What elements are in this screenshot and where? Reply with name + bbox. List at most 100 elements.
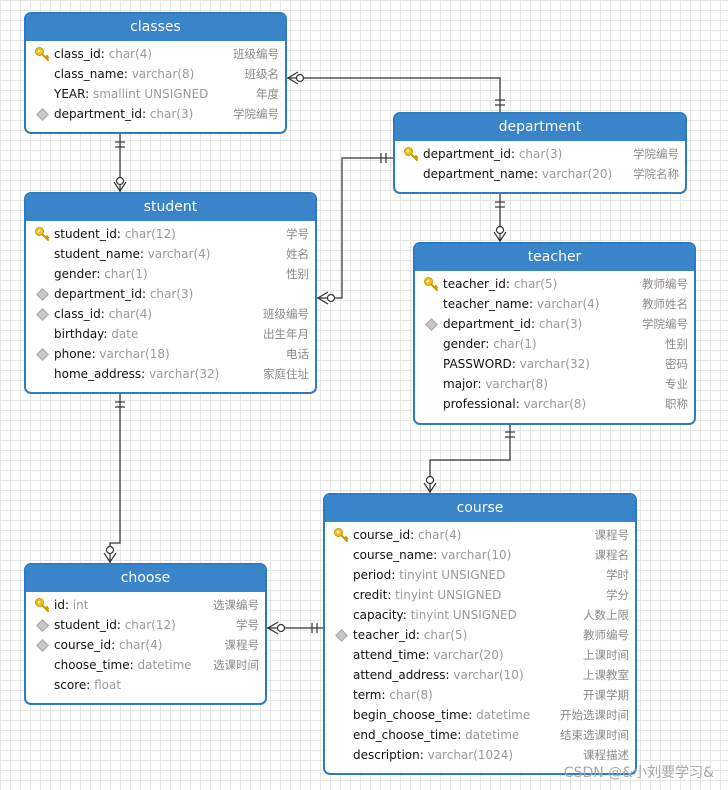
table-header-classes[interactable]: classes xyxy=(26,14,285,41)
column-name: term xyxy=(353,688,382,702)
column-row[interactable]: course_id: char(4)课程号 xyxy=(26,635,265,655)
column-name-and-type: credit: tinyint UNSIGNED xyxy=(353,585,501,605)
column-name-and-type: PASSWORD: varchar(32) xyxy=(443,354,590,374)
column-row[interactable]: description: varchar(1024)课程描述 xyxy=(325,745,635,765)
table-header-teacher[interactable]: teacher xyxy=(415,244,694,271)
column-type: char(8) xyxy=(389,688,433,702)
column-name-and-type: phone: varchar(18) xyxy=(54,344,170,364)
column-type: char(4) xyxy=(108,47,153,61)
table-header-department[interactable]: department xyxy=(395,114,685,141)
table-header-course[interactable]: course xyxy=(325,495,635,522)
column-row[interactable]: attend_address: varchar(10)上课教室 xyxy=(325,665,635,685)
column-comment: 学号 xyxy=(236,618,259,632)
column-comment: 教师编号 xyxy=(583,628,629,642)
column-name-and-type: YEAR: smallint UNSIGNED xyxy=(54,84,208,104)
column-row[interactable]: attend_time: varchar(20)上课时间 xyxy=(325,645,635,665)
column-comment: 学院名称 xyxy=(633,167,679,181)
column-name-and-type: attend_time: varchar(20) xyxy=(353,645,504,665)
column-row[interactable]: gender: char(1)性别 xyxy=(415,334,694,354)
table-header-student[interactable]: student xyxy=(26,194,315,221)
column-comment: 专业 xyxy=(665,377,688,391)
column-name: capacity xyxy=(353,608,403,622)
column-name: student_name xyxy=(54,247,140,261)
type-separator: : xyxy=(510,147,519,161)
type-separator: : xyxy=(445,668,454,682)
column-row[interactable]: department_id: char(3)学院编号 xyxy=(415,314,694,334)
column-name-and-type: id: int xyxy=(54,595,88,615)
column-row[interactable]: term: char(8)开课学期 xyxy=(325,685,635,705)
primary-key-icon xyxy=(423,276,439,292)
rel-department-student xyxy=(317,157,393,299)
column-row[interactable]: student_id: char(12)学号 xyxy=(26,224,315,244)
column-name: student_id xyxy=(54,618,117,632)
column-name: id xyxy=(54,598,65,612)
column-row[interactable]: id: int 选课编号 xyxy=(26,595,265,615)
column-comment: 教师姓名 xyxy=(642,297,688,311)
column-row[interactable]: phone: varchar(18)电话 xyxy=(26,344,315,364)
column-type: char(5) xyxy=(423,628,468,642)
column-row[interactable]: department_id: char(3)学院编号 xyxy=(26,104,285,124)
column-type: varchar(10) xyxy=(441,548,512,562)
column-row[interactable]: score: float xyxy=(26,675,265,695)
column-row[interactable]: professional: varchar(8)职称 xyxy=(415,394,694,414)
column-name: class_id xyxy=(54,307,101,321)
column-comment: 学院编号 xyxy=(633,147,679,161)
column-row[interactable]: major: varchar(8)专业 xyxy=(415,374,694,394)
type-separator: : xyxy=(511,357,520,371)
type-separator: : xyxy=(529,297,537,311)
column-name: class_name xyxy=(54,67,124,81)
column-name-and-type: class_id: char(4) xyxy=(54,304,152,324)
column-row[interactable]: gender: char(1)性别 xyxy=(26,264,315,284)
column-row[interactable]: teacher_id: char(5)教师编号 xyxy=(415,274,694,294)
column-comment: 性别 xyxy=(665,337,688,351)
column-row[interactable]: class_id: char(4)班级编号 xyxy=(26,44,285,64)
column-name: YEAR xyxy=(54,87,86,101)
column-comment: 人数上限 xyxy=(583,608,629,622)
table-header-choose[interactable]: choose xyxy=(26,565,265,592)
foreign-key-diamond-icon xyxy=(36,639,49,652)
column-name-and-type: department_id: char(3) xyxy=(54,284,193,304)
column-row[interactable]: class_name: varchar(8)班级名 xyxy=(26,64,285,84)
column-name: department_id xyxy=(54,287,142,301)
column-row[interactable]: teacher_name: varchar(4)教师姓名 xyxy=(415,294,694,314)
column-type: char(12) xyxy=(124,618,176,632)
column-row[interactable]: student_id: char(12)学号 xyxy=(26,615,265,635)
table-choose[interactable]: choose id: int 选课编号 student_id: char(12) 学号 c… xyxy=(24,563,267,705)
column-row[interactable]: home_address: varchar(32)家庭住址 xyxy=(26,364,315,384)
column-comment: 课程号 xyxy=(594,528,630,542)
type-separator: : xyxy=(100,47,109,61)
column-name: gender xyxy=(54,267,97,281)
type-separator: : xyxy=(141,107,150,121)
column-name: department_id xyxy=(443,317,531,331)
column-row[interactable]: student_name: varchar(4)姓名 xyxy=(26,244,315,264)
column-comment: 选课编号 xyxy=(213,598,259,612)
column-row[interactable]: department_id: char(3) xyxy=(26,284,315,304)
column-list: id: int 选课编号 student_id: char(12) 学号 course_… xyxy=(26,592,265,695)
type-separator: : xyxy=(64,598,73,612)
column-row[interactable]: course_id: char(4)课程号 xyxy=(325,525,635,545)
type-separator: : xyxy=(505,277,514,291)
column-comment: 上课教室 xyxy=(583,668,629,682)
rel-classes-department xyxy=(287,77,501,112)
column-row[interactable]: department_id: char(3)学院编号 xyxy=(395,144,685,164)
column-row[interactable]: teacher_id: char(5)教师编号 xyxy=(325,625,635,645)
column-row[interactable]: course_name: varchar(10)课程名 xyxy=(325,545,635,565)
column-type: char(1) xyxy=(104,267,148,281)
column-row[interactable]: class_id: char(4)班级编号 xyxy=(26,304,315,324)
column-name-and-type: description: varchar(1024) xyxy=(353,745,513,765)
column-row[interactable]: PASSWORD: varchar(32)密码 xyxy=(415,354,694,374)
column-row[interactable]: department_name: varchar(20)学院名称 xyxy=(395,164,685,184)
